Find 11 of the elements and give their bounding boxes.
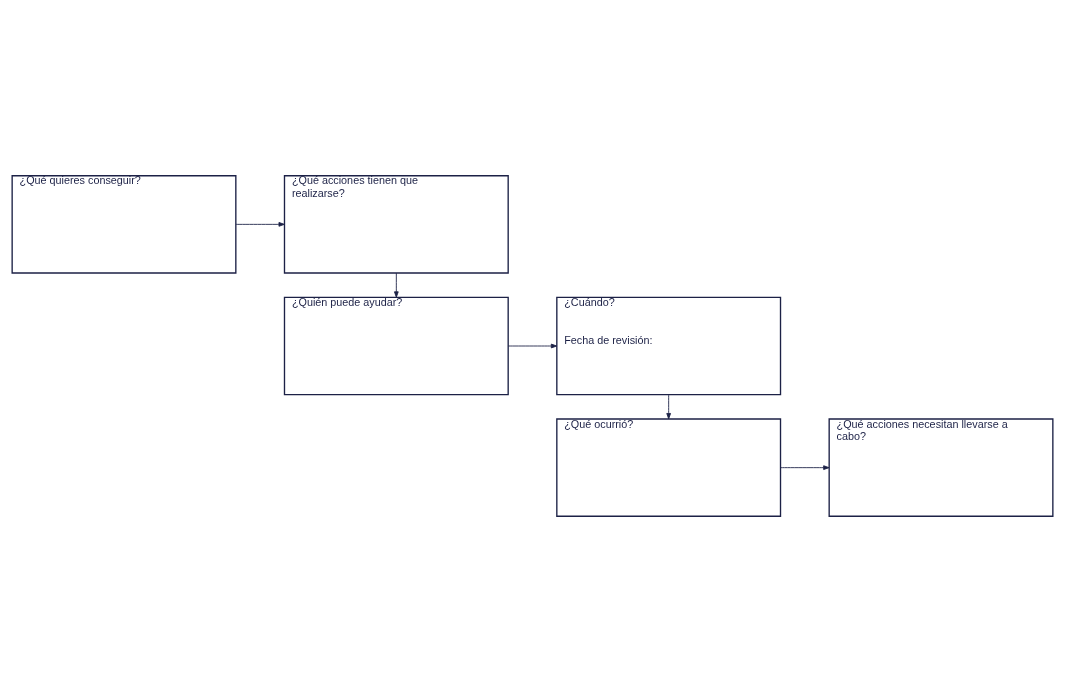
node-box: ¿Quién puede ayudar? [283,296,509,396]
node-box: ¿Qué ocurrió? [556,418,782,517]
arrow [235,222,285,227]
node-box: ¿Qué acciones tienen que realizarse? [283,175,509,274]
arrow [666,394,671,420]
node-box: ¿Qué acciones necesitan llevarse a cabo? [828,418,1054,517]
node-box: ¿Qué quieres conseguir? [11,175,237,274]
arrow [394,272,399,298]
arrow [780,465,830,470]
arrow [507,343,558,349]
node-box: ¿Cuándo? Fecha de revisión: [556,296,782,396]
